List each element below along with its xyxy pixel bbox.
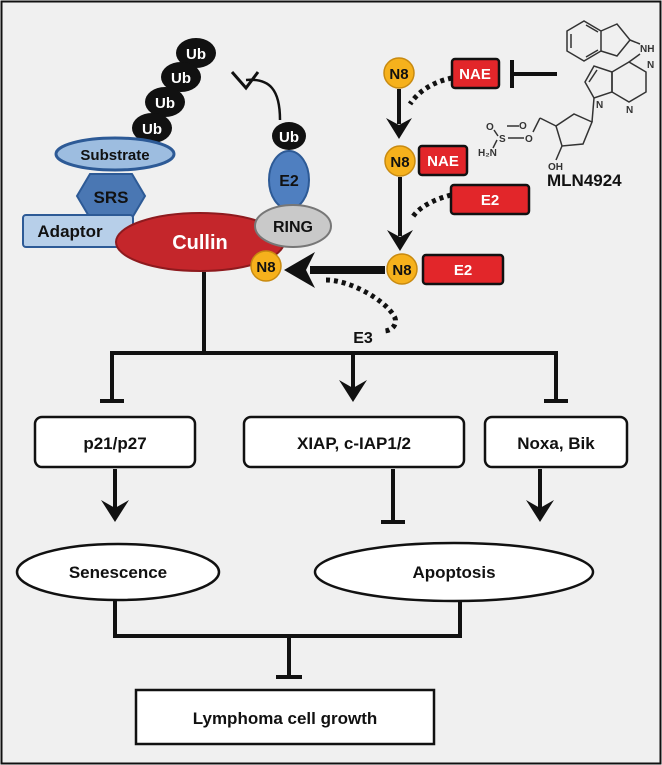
branch-xiap-arrowhead xyxy=(339,380,367,402)
substrate-ellipse xyxy=(54,136,176,172)
nae-mid-label: NAE xyxy=(427,153,459,170)
cyclopentane-ring xyxy=(555,113,593,147)
n8-mid-circle xyxy=(384,145,416,177)
nae-to-cascade-dotted xyxy=(407,75,453,106)
cascade-arrow-1-head xyxy=(386,118,412,139)
ub-on-e2-label: Ub xyxy=(279,129,299,146)
p21-to-senescence-arrowhead xyxy=(101,500,129,522)
atom-o-ether: O xyxy=(525,134,533,145)
senescence-ellipse xyxy=(15,542,221,602)
ubiquitin-chain: Ub Ub Ub Ub xyxy=(132,38,216,143)
transfer-to-cullin-head xyxy=(284,252,315,288)
ub-transfer-arrowhead xyxy=(230,71,260,91)
e2-bottom-label: E2 xyxy=(454,262,472,279)
n8-bottom-label: N8 xyxy=(392,262,411,279)
atom-oh: OH xyxy=(548,162,563,173)
nae-mid-box xyxy=(417,144,469,177)
benzene-double-bond-2 xyxy=(585,24,599,33)
n8-bottom-circle xyxy=(386,253,418,285)
senescence-label: Senescence xyxy=(69,563,167,582)
adaptor-label: Adaptor xyxy=(37,222,103,241)
sulfur-to-amine-bond xyxy=(492,139,498,149)
growth-box xyxy=(134,688,436,746)
ub-label-2: Ub xyxy=(171,70,191,87)
indane-to-nh-bond xyxy=(629,39,641,45)
n8-cullin-circle xyxy=(250,250,282,282)
e2-bottom-box xyxy=(421,253,505,286)
e2-label: E2 xyxy=(279,173,299,190)
nh-to-pyrimidine-bond xyxy=(628,53,641,63)
e3-label: E3 xyxy=(353,330,373,347)
nae-top-label: NAE xyxy=(459,66,491,83)
atom-o-left: O xyxy=(486,122,494,133)
xiap-label: XIAP, c-IAP1/2 xyxy=(297,434,411,453)
pyrrole-ring xyxy=(584,65,613,99)
cascade-arrow-2-head xyxy=(387,230,413,251)
ub-bubble-2 xyxy=(161,62,201,92)
mln4924-atom-labels: NH N N N H₂N S O O O OH xyxy=(478,44,654,173)
atom-n-ring: N xyxy=(596,100,603,111)
n8-mid-label: N8 xyxy=(390,154,409,171)
growth-label: Lymphoma cell growth xyxy=(193,709,378,728)
xiap-box xyxy=(242,415,466,469)
cyclopentane-to-oh-bond xyxy=(555,145,563,161)
apoptosis-label: Apoptosis xyxy=(412,563,495,582)
ub-on-e2 xyxy=(272,122,306,150)
apoptosis-ellipse xyxy=(313,541,595,603)
ub-label-4: Ub xyxy=(142,121,162,138)
sulfur-left-oxygen-bond xyxy=(493,129,499,137)
mln4924-structure xyxy=(492,20,647,161)
ch2-to-oxygen-bond xyxy=(532,117,541,133)
noxa-to-apoptosis-arrowhead xyxy=(526,500,554,522)
e2-side-label: E2 xyxy=(481,192,499,209)
atom-o-top: O xyxy=(519,121,527,132)
noxa-label: Noxa, Bik xyxy=(517,434,595,453)
atom-n-bottom: N xyxy=(626,105,633,116)
n8-top-circle xyxy=(383,57,415,89)
ub-bubble-3 xyxy=(145,87,185,117)
ub-bubble-1 xyxy=(176,38,216,68)
ring-label: RING xyxy=(273,219,313,236)
nae-top-box xyxy=(450,57,501,90)
e2-side-box xyxy=(449,183,531,216)
atom-n-top: N xyxy=(647,60,654,71)
p21-label: p21/p27 xyxy=(83,434,146,453)
mln4924-label: MLN4924 xyxy=(547,171,622,190)
e2-to-cascade-dotted xyxy=(409,192,452,220)
atom-s: S xyxy=(499,134,506,145)
cyclopentane-to-ch2-bond xyxy=(539,117,557,127)
atom-h2n: H₂N xyxy=(478,148,497,159)
pyrrole-to-cyclopentane-bond xyxy=(591,97,595,123)
ub-label-1: Ub xyxy=(186,46,206,63)
cullin-label: Cullin xyxy=(172,232,228,254)
n8-cullin-label: N8 xyxy=(256,259,275,276)
ub-label-3: Ub xyxy=(155,95,175,112)
srs-label: SRS xyxy=(94,188,129,207)
ub-bubble-4 xyxy=(132,113,172,143)
substrate-label: Substrate xyxy=(80,147,149,164)
pyrrole-double-bond xyxy=(588,69,598,83)
benzene-double-bond-3 xyxy=(585,49,599,58)
n8-top-label: N8 xyxy=(389,66,408,83)
noxa-box xyxy=(483,415,629,469)
p21-box xyxy=(33,415,197,469)
ring-ellipse xyxy=(254,204,332,248)
atom-nh: NH xyxy=(640,44,654,55)
